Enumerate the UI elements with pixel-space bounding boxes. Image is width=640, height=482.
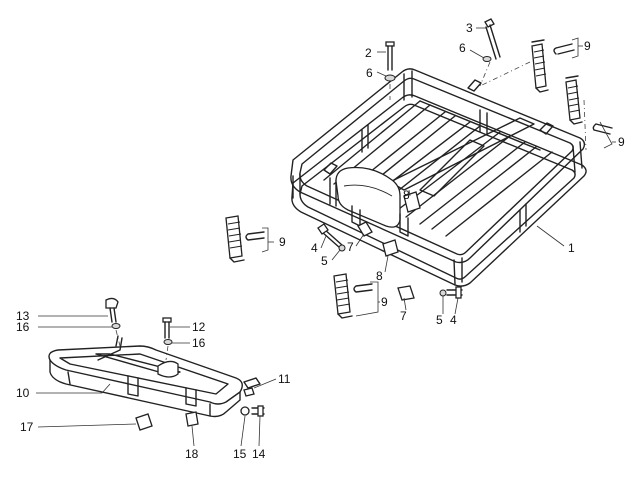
callout-17: 17 (20, 420, 34, 434)
callout-4-left: 4 (311, 241, 318, 255)
strap-hooks (245, 43, 613, 293)
backrest-pad (335, 166, 401, 228)
bolt-3 (484, 18, 501, 60)
washer-5-right (439, 289, 447, 297)
washer-6-left (384, 74, 396, 82)
callout-3: 3 (466, 21, 473, 35)
leader-lines (36, 27, 565, 447)
washer-5-left (338, 244, 346, 252)
bolt-4-right (446, 286, 463, 299)
callout-14: 14 (252, 447, 266, 461)
callout-6-left: 6 (366, 66, 373, 80)
callout-11: 11 (278, 372, 291, 386)
callout-labels: 1 2 3 4 4 5 5 6 6 7 7 8 8 9 9 9 9 10 11 … (16, 21, 625, 461)
strap-9-mid-left (225, 215, 245, 263)
callout-13: 13 (16, 309, 30, 323)
callout-9-bottom: 9 (381, 295, 388, 309)
strap-9-top-left (531, 39, 549, 93)
nut-7-left (357, 221, 373, 237)
strap-9-bottom (333, 273, 353, 319)
lower-frame (48, 335, 261, 418)
callout-5-left: 5 (321, 254, 328, 268)
callout-7-left: 7 (347, 240, 354, 254)
callout-8-upper: 8 (403, 188, 410, 202)
callout-2: 2 (365, 46, 372, 60)
washer-6-right (482, 56, 492, 62)
lower-frame-fasteners (105, 297, 265, 431)
callout-16-right: 16 (192, 336, 206, 350)
nut-7-right (397, 285, 415, 301)
callout-7-right: 7 (400, 309, 407, 323)
callout-8-lower: 8 (376, 269, 383, 283)
callout-16-left: 16 (16, 320, 30, 334)
bolt-4-left (317, 223, 343, 249)
callout-9-left: 9 (279, 235, 286, 249)
bolt-2 (385, 41, 395, 71)
callout-15: 15 (233, 447, 247, 461)
strap-9-top-right (565, 75, 583, 125)
callout-5-right: 5 (436, 313, 443, 327)
callout-10: 10 (16, 386, 30, 400)
callout-18: 18 (185, 447, 199, 461)
callout-1: 1 (568, 241, 575, 255)
clip-8-upper (403, 191, 421, 213)
clip-8-lower (382, 239, 399, 257)
callout-12: 12 (192, 320, 206, 334)
rear-rack (290, 68, 587, 287)
callout-9-right: 9 (618, 135, 625, 149)
callout-6-right: 6 (459, 41, 466, 55)
callout-4-right: 4 (450, 313, 457, 327)
callout-9-top: 9 (584, 39, 591, 53)
